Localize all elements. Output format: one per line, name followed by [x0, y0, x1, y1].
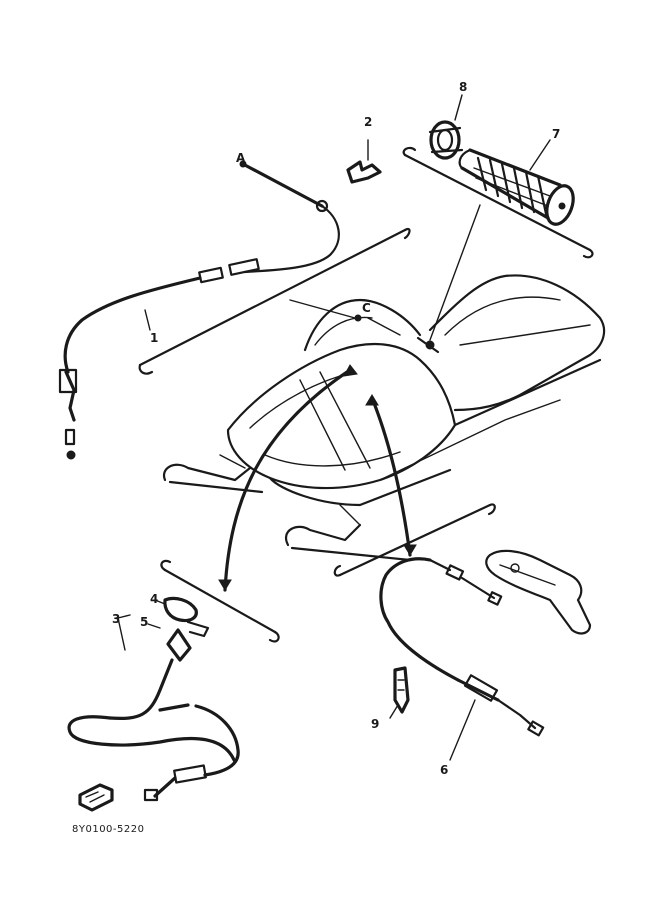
grip-texture — [473, 156, 551, 216]
switch-assembly — [67, 596, 240, 802]
callout-8: 8 — [459, 80, 467, 94]
bracket-bar-lower-right — [333, 503, 496, 577]
callout-6: 6 — [440, 763, 448, 777]
rubber-tag — [78, 783, 114, 812]
brake-cable — [379, 557, 545, 737]
callout-c: C — [362, 301, 371, 315]
snowmobile-body — [162, 274, 606, 562]
cable-tie — [393, 666, 410, 714]
callout-3: 3 — [112, 612, 120, 626]
cable-clip — [346, 139, 382, 184]
callout-leaders — [144, 94, 551, 761]
throttle-cable — [58, 160, 340, 460]
brake-lever — [485, 549, 592, 635]
drawing-code: 8Y0100-5220 — [72, 824, 144, 835]
leader-lines — [218, 204, 481, 592]
bracket-bar-upper-right — [402, 146, 594, 259]
callout-1: 1 — [150, 331, 158, 345]
grip-assembly — [428, 120, 575, 226]
callout-2: 2 — [364, 115, 372, 129]
callout-7: 7 — [552, 127, 560, 141]
callout-a: A — [236, 151, 246, 165]
bracket-bar-upper-left — [138, 227, 411, 375]
callout-4: 4 — [150, 592, 158, 606]
callout-5: 5 — [140, 615, 148, 629]
bracket-bar-lower-left — [160, 559, 280, 643]
callout-9: 9 — [371, 717, 379, 731]
